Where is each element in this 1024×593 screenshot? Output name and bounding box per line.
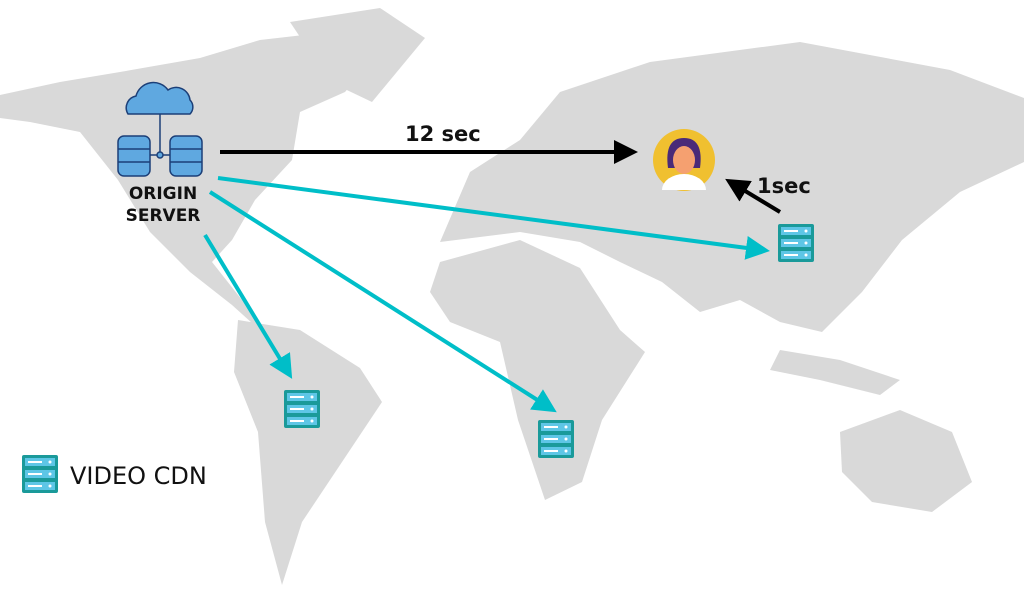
cdn-arrows	[203, 176, 770, 413]
indonesia	[770, 350, 900, 395]
user-avatar-icon	[653, 129, 715, 191]
origin-label-line2: SERVER	[125, 206, 201, 226]
greenland	[290, 8, 425, 102]
arrow-to-africa-cdn	[208, 190, 557, 413]
arrow-to-asia-cdn	[217, 176, 770, 260]
server-rack-icon	[22, 455, 58, 493]
origin-latency-label: 12 sec	[405, 122, 481, 146]
origin-server-label: ORIGIN SERVER	[118, 183, 208, 227]
origin-label-line1: ORIGIN	[128, 184, 198, 204]
cdn-latency-label: 1sec	[757, 174, 811, 198]
cloud-database-icon	[117, 81, 203, 177]
cdn-server-south-america	[284, 390, 320, 428]
cdn-server-africa	[538, 420, 574, 458]
north-america	[0, 32, 380, 332]
legend-label: VIDEO CDN	[70, 462, 207, 490]
arrow-to-south-america-cdn	[203, 233, 293, 379]
arrow-cdn-to-user	[725, 178, 782, 214]
africa	[430, 240, 645, 500]
cdn-server-asia	[778, 224, 814, 262]
south-america	[234, 320, 382, 585]
australia	[840, 410, 972, 512]
